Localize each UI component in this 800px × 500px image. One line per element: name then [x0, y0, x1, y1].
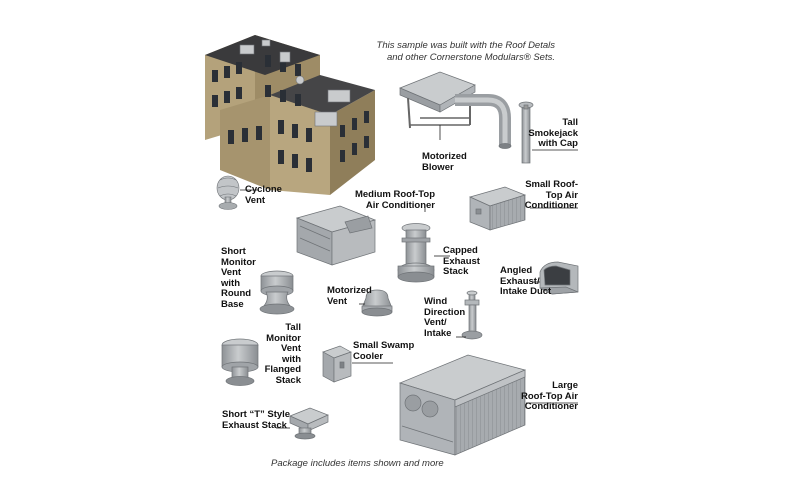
label-capped-exhaust-stack: Capped Exhaust Stack: [443, 245, 480, 277]
wind-direction-vent-image: [461, 290, 483, 340]
label-tall-monitor-vent: Tall Monitor Vent with Flanged Stack: [264, 322, 301, 386]
caption-top-line2: and other Cornerstone Modulars® Sets.: [386, 52, 555, 63]
caption-top: This sample was built with the Roof Deta…: [255, 40, 555, 64]
small-swamp-cooler-image: [322, 345, 352, 383]
medium-ac-image: [295, 205, 377, 266]
label-tall-smokejack: Tall Smokejack with Cap: [528, 117, 578, 149]
angled-exhaust-duct-image: [539, 261, 579, 295]
label-short-t-exhaust-stack: Short “T” Style Exhaust Stack: [222, 409, 291, 431]
tall-smokejack-image: [518, 101, 534, 164]
caption-bottom: Package includes items shown and more: [271, 458, 444, 469]
label-small-swamp-cooler: Small Swamp Cooler: [353, 340, 415, 362]
motorized-vent-image: [361, 289, 393, 317]
capped-exhaust-stack-image: [397, 223, 435, 283]
tall-monitor-vent-image: [221, 338, 259, 386]
label-motorized-vent: Motorized Vent: [327, 285, 372, 307]
large-ac-image: [398, 354, 527, 456]
label-large-ac: Large Roof-Top Air Conditioner: [521, 380, 578, 412]
small-ac-image: [468, 186, 527, 231]
label-short-monitor-vent: Short Monitor Vent with Round Base: [221, 246, 256, 310]
label-wind-direction-vent: Wind Direction Vent/ Intake: [424, 296, 466, 339]
building-model-image: [205, 35, 375, 195]
leader-lines: [240, 125, 578, 429]
short-monitor-vent-image: [259, 270, 295, 315]
motorized-blower-image: [399, 71, 512, 149]
cyclone-vent-image: [216, 175, 240, 210]
label-angled-exhaust-duct: Angled Exhaust/ Intake Duct: [500, 265, 552, 297]
caption-top-line1: This sample was built with the Roof Deta…: [376, 40, 555, 51]
short-t-exhaust-stack-image: [289, 407, 329, 440]
label-cyclone-vent: Cyclone Vent: [245, 184, 282, 206]
label-motorized-blower: Motorized Blower: [422, 151, 467, 173]
label-medium-ac: Medium Roof-Top Air Conditioner: [354, 189, 435, 211]
label-small-ac: Small Roof- Top Air Conditioner: [524, 179, 578, 211]
